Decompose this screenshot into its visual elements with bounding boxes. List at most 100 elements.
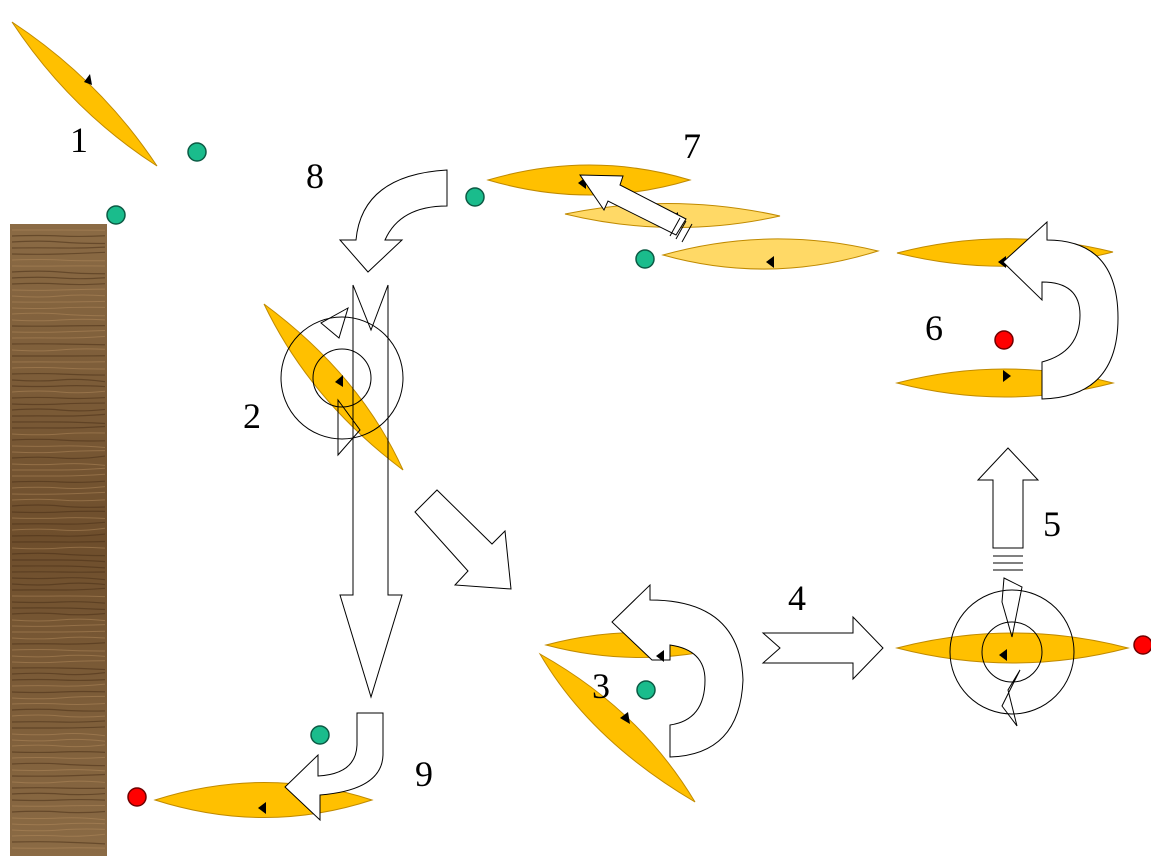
rotation-ring-outer xyxy=(280,316,404,440)
wood-grain-line xyxy=(11,822,106,826)
curved-arrow-step-8 xyxy=(338,169,448,273)
wood-grain-line xyxy=(11,714,106,718)
rotation-tick-top xyxy=(1001,577,1023,638)
wood-grain-line xyxy=(11,234,106,238)
wood-grain-line xyxy=(11,348,106,352)
wood-grain-line xyxy=(11,582,106,586)
wood-grain-line xyxy=(11,438,106,442)
step-label-4: 4 xyxy=(788,578,806,618)
wood-grain-line xyxy=(11,810,106,814)
wood-grain-line xyxy=(11,683,106,687)
wood-grain-line xyxy=(11,491,106,495)
wood-grain-line xyxy=(11,385,106,388)
wood-grain-line xyxy=(11,744,106,748)
curved-arrow-step-9 xyxy=(284,712,384,822)
wood-grain-line xyxy=(11,282,106,286)
wood-grain-line xyxy=(11,817,106,821)
rotation-ring-outer xyxy=(949,589,1075,715)
wood-grain-line xyxy=(11,432,106,436)
pivot-marker-step-3 xyxy=(656,650,664,662)
wood-grain-line xyxy=(11,678,106,682)
red-dot xyxy=(994,330,1014,350)
wood-grain-line xyxy=(11,756,106,759)
wood-grain-line xyxy=(11,510,106,514)
rotation-tick-bottom xyxy=(1001,669,1021,727)
wood-grain-line xyxy=(11,343,106,346)
blade-step-7-c xyxy=(661,238,880,270)
wood-grain-line xyxy=(11,587,106,591)
wood-grain-line xyxy=(11,559,106,563)
wood-grain-line xyxy=(11,300,106,303)
rotate-arrow-step-6 xyxy=(1002,220,1119,400)
rotate-arrow-step-3 xyxy=(611,583,744,758)
wood-grain-line xyxy=(11,841,106,845)
arrow-step-7 xyxy=(579,174,693,243)
step-label-2: 2 xyxy=(243,396,261,436)
wood-grain-line xyxy=(11,798,106,802)
wood-grain-line xyxy=(11,486,106,489)
wood-grain-line xyxy=(11,390,106,394)
wood-grain-line xyxy=(11,450,106,454)
wood-grain-line xyxy=(11,720,106,723)
wood-grain-line xyxy=(11,413,106,417)
wood-grain-line xyxy=(11,660,106,664)
diagonal-arrow xyxy=(414,489,512,590)
wood-wall xyxy=(10,224,107,856)
long-down-arrow xyxy=(339,284,403,699)
wood-grain-line xyxy=(11,565,106,569)
wood-grain-line xyxy=(11,642,106,645)
wood-grain-line xyxy=(11,552,106,557)
wood-grain-line xyxy=(11,425,106,429)
wood-grain-line xyxy=(11,690,106,694)
red-dot xyxy=(127,787,147,807)
wood-grain-line xyxy=(11,312,106,317)
step-label-3: 3 xyxy=(592,666,610,706)
wood-grain-line xyxy=(11,833,106,837)
step-label-6: 6 xyxy=(925,308,943,348)
wood-grain-line xyxy=(11,733,106,737)
wood-grain-line xyxy=(11,445,106,448)
wood-grain-line xyxy=(11,270,106,275)
green-dot xyxy=(106,205,126,225)
green-dot xyxy=(465,187,485,207)
step-label-7: 7 xyxy=(683,126,701,166)
wood-grain-line xyxy=(11,636,106,640)
wood-grain-line xyxy=(11,780,106,784)
rotation-tick-bottom xyxy=(337,398,361,457)
wood-grain-line xyxy=(11,702,106,705)
red-dot xyxy=(1133,635,1151,655)
wood-grain-line xyxy=(11,318,106,322)
wood-grain-line xyxy=(11,708,106,712)
wood-grain-line xyxy=(11,546,106,550)
wood-grain-line xyxy=(11,540,106,543)
wood-grain-line xyxy=(11,630,106,633)
rotation-tick-top xyxy=(320,306,349,339)
wood-grain-line xyxy=(11,467,106,471)
wood-grain-line xyxy=(11,498,106,502)
green-dot xyxy=(635,249,655,269)
wood-grain-line xyxy=(11,335,106,339)
arrow-step-4 xyxy=(761,615,884,681)
wood-grain-line xyxy=(11,695,106,700)
wood-grain-line xyxy=(11,805,106,807)
step-label-9: 9 xyxy=(415,754,433,794)
step-label-1: 1 xyxy=(70,120,88,160)
step-label-5: 5 xyxy=(1043,504,1061,544)
wood-grain-line xyxy=(11,601,106,604)
wood-grain-line xyxy=(11,792,106,796)
wood-grain-line xyxy=(11,773,106,777)
wood-grain-line xyxy=(11,455,106,460)
wood-grain-line xyxy=(11,306,106,310)
blade-step-2 xyxy=(263,303,404,471)
green-dot xyxy=(187,142,207,162)
wood-grain-line xyxy=(11,577,106,581)
blade-step-3-diagonal xyxy=(538,652,696,803)
wood-grain-line xyxy=(11,402,106,406)
wood-grain-line xyxy=(11,648,106,652)
rotation-ring-inner xyxy=(312,348,372,408)
wood-grain-line xyxy=(11,607,106,611)
wood-grain-line xyxy=(11,294,106,298)
arrow-step-5 xyxy=(976,447,1040,571)
wood-grain-line xyxy=(11,330,106,333)
